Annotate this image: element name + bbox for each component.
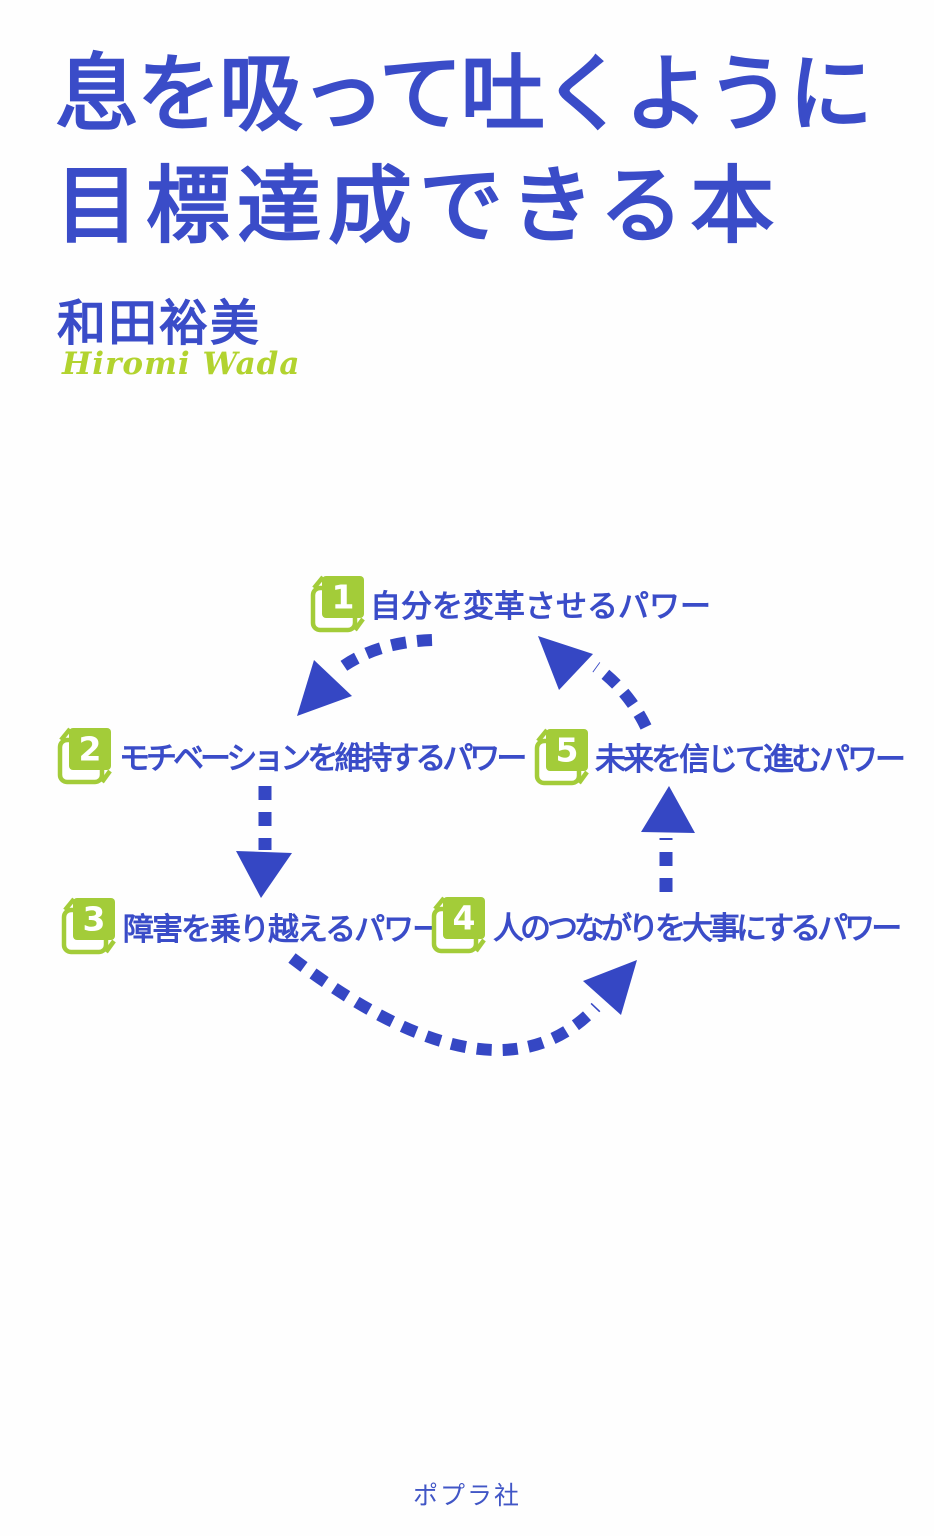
item-1-number: 1 — [332, 578, 355, 617]
title-line-2: 目標達成できる本 — [55, 157, 782, 255]
item-4-label: 人のつながりを大事にするパワー — [493, 911, 902, 947]
item-5-number-badge: 5 — [534, 728, 589, 786]
publisher-name: ポプラ社 — [412, 1481, 521, 1510]
arrowhead-1-to-2 — [297, 660, 352, 716]
item-1-number-badge: 1 — [310, 575, 365, 633]
arrow-5-to-1 — [592, 662, 652, 730]
author-romaji: Hiromi Wada — [62, 346, 301, 382]
item-5-number: 5 — [556, 731, 579, 770]
arrowhead-4-to-5 — [641, 786, 695, 833]
item-2-number: 2 — [79, 730, 102, 769]
book-title: 息を吸って吐くように 目標達成できる本 — [55, 38, 873, 262]
arrowhead-3-to-4 — [583, 960, 637, 1015]
arrow-1-to-2 — [334, 634, 433, 675]
item-3-number: 3 — [83, 900, 106, 939]
item-4-number: 4 — [453, 899, 476, 938]
item-4-number-badge: 4 — [431, 896, 486, 954]
arrowhead-2-to-3 — [236, 851, 292, 898]
item-1-label: 自分を変革させるパワー — [370, 589, 711, 625]
item-3-label: 障害を乗り越えるパワー — [123, 912, 443, 948]
item-2-number-badge: 2 — [57, 727, 112, 785]
item-2-label: モチベーションを維持するパワー — [119, 741, 527, 777]
arrowhead-5-to-1 — [538, 636, 593, 690]
author-name: 和田裕美 — [57, 295, 262, 352]
item-3-number-badge: 3 — [61, 897, 116, 955]
arrow-3-to-4 — [288, 953, 601, 1057]
title-line-1: 息を吸って吐くように — [55, 45, 873, 143]
item-5-label: 未来を信じて進むパワー — [595, 742, 906, 778]
